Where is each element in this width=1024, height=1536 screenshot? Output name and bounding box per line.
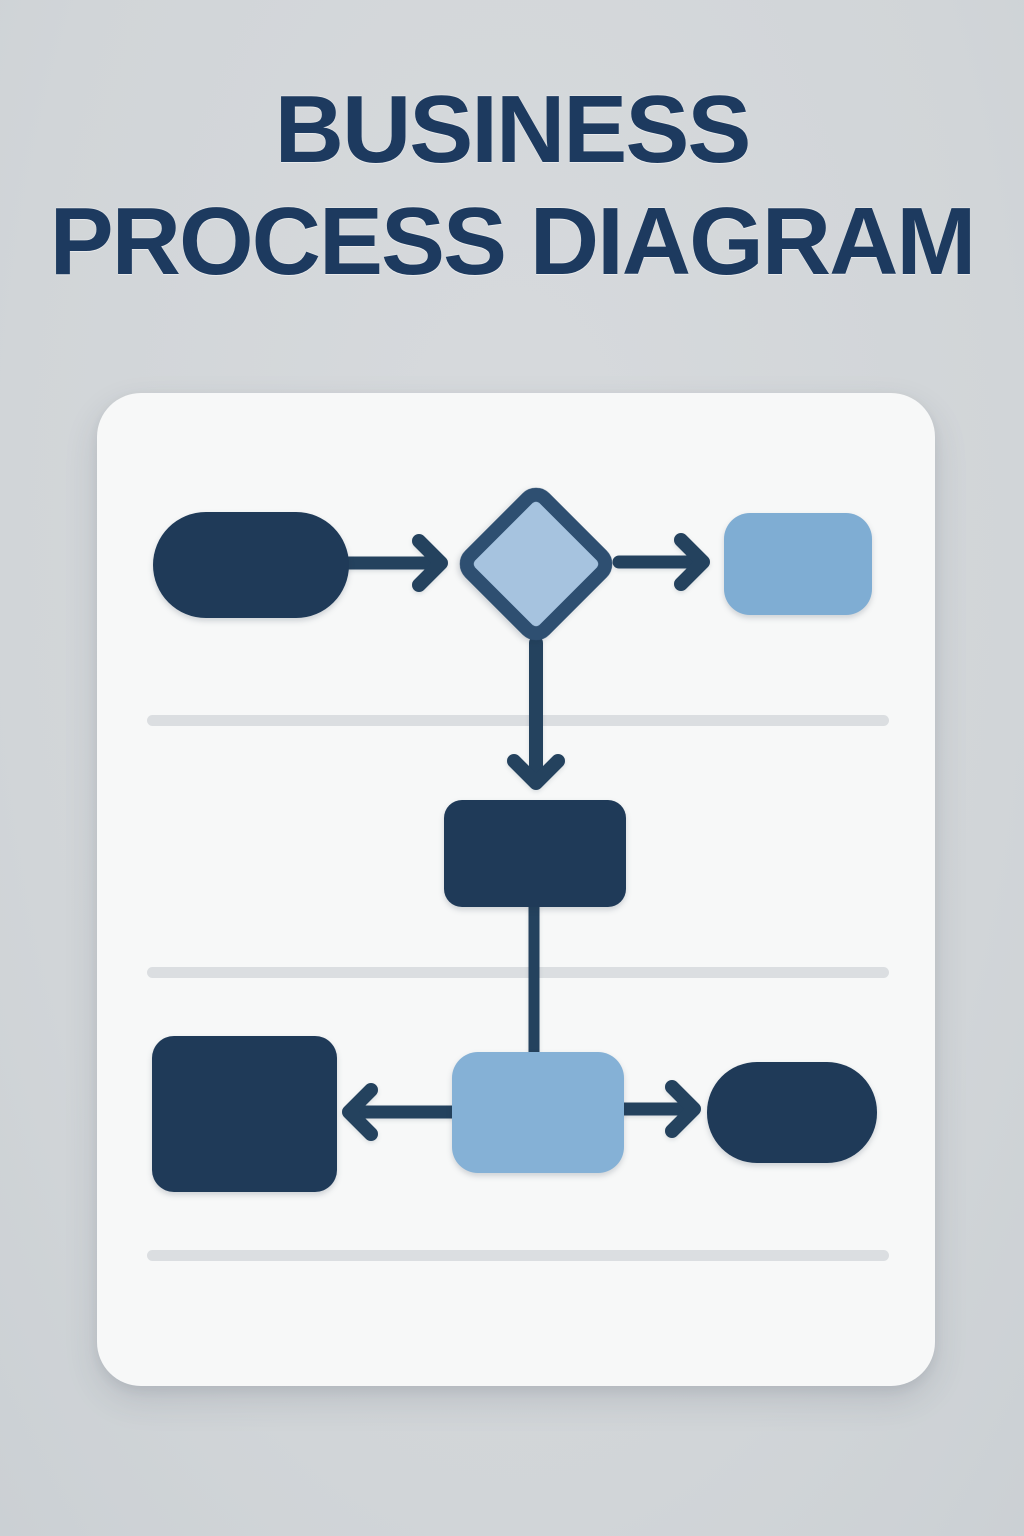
decision-diamond — [459, 487, 613, 641]
page-title-line-2: PROCESS DIAGRAM — [49, 188, 977, 296]
edge-start-to-decision — [340, 534, 448, 592]
start-node — [153, 512, 349, 618]
process-node — [444, 800, 626, 907]
flowchart-card — [97, 393, 935, 1386]
edge-hub-to-task-left — [342, 1083, 462, 1141]
end-node — [707, 1062, 877, 1163]
outcome-node — [724, 513, 872, 615]
page-title-line-1: BUSINESS — [274, 76, 752, 183]
lane-divider-2 — [147, 967, 889, 978]
lane-divider-3 — [147, 1250, 889, 1261]
task-left-node — [152, 1036, 337, 1192]
edge-decision-to-process — [507, 636, 565, 790]
edge-hub-to-end — [615, 1080, 701, 1138]
hub-node — [452, 1052, 624, 1173]
flowchart-canvas — [147, 487, 889, 1261]
edge-decision-to-outcome — [612, 533, 710, 591]
page-title: BUSINESS PROCESS DIAGRAM — [0, 74, 1024, 299]
lane-divider-1 — [147, 715, 889, 726]
